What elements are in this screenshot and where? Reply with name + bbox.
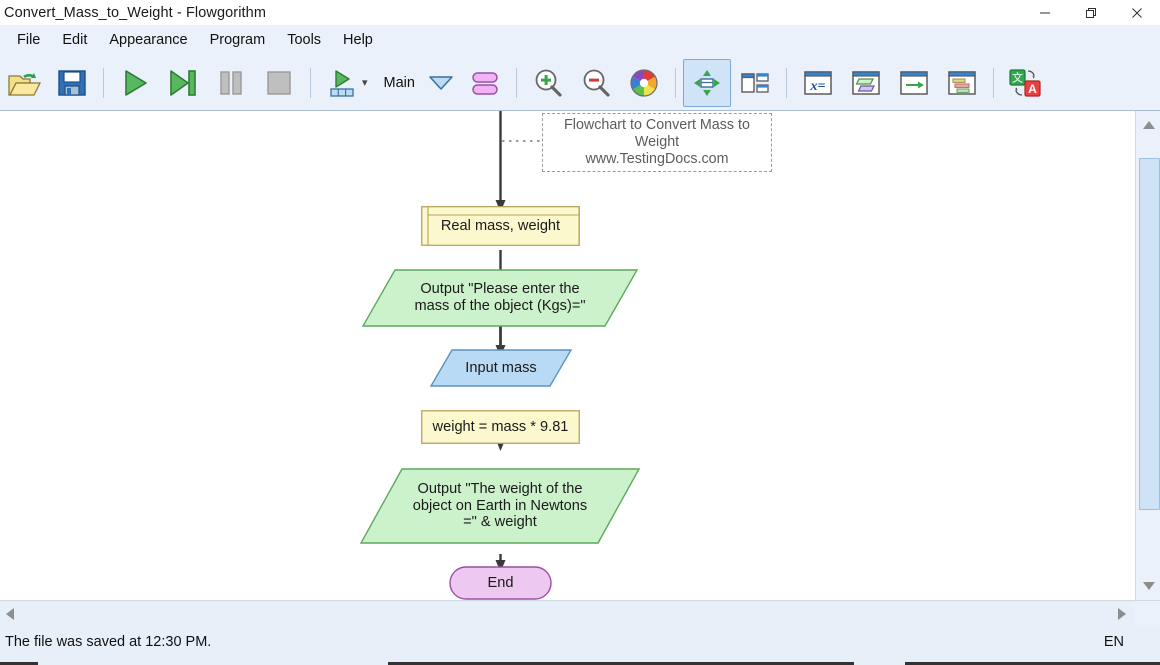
chevron-down-icon[interactable]: [421, 61, 461, 105]
assign-node[interactable]: weight = mass * 9.81: [421, 410, 580, 444]
svg-text:文: 文: [1012, 70, 1023, 84]
restore-icon[interactable]: [1068, 0, 1114, 25]
step-forward-icon[interactable]: [159, 59, 207, 107]
bottom-edge-segment: [905, 662, 1160, 665]
vertical-scrollbar[interactable]: [1135, 111, 1160, 600]
output-node-2[interactable]: Output "The weight of the object on Eart…: [359, 468, 641, 544]
menu-item-file[interactable]: File: [17, 32, 41, 48]
flowchart-canvas[interactable]: Flowchart to Convert Mass to Weight www.…: [0, 111, 1135, 600]
toolbar-separator: [992, 67, 994, 98]
svg-text:A: A: [1028, 82, 1037, 96]
variables-icon[interactable]: x=: [794, 59, 842, 107]
close-icon[interactable]: [1114, 0, 1160, 25]
window-title: Convert_Mass_to_Weight - Flowgorithm: [4, 4, 267, 21]
zoom-in-icon[interactable]: [524, 59, 572, 107]
input-node[interactable]: Input mass: [429, 349, 573, 387]
menu-item-edit[interactable]: Edit: [62, 32, 88, 48]
end-node[interactable]: End: [449, 566, 552, 600]
scrollbar-corner: [1133, 601, 1160, 628]
declare-node[interactable]: Real mass, weight: [421, 206, 580, 246]
split-view-icon[interactable]: [731, 59, 779, 107]
title-bar: Convert_Mass_to_Weight - Flowgorithm: [0, 0, 1160, 25]
arrow-window-icon[interactable]: [890, 59, 938, 107]
function-selector-label: Main: [383, 74, 415, 91]
toolbar-separator: [103, 67, 104, 98]
shape-window-icon[interactable]: [842, 59, 890, 107]
horizontal-scrollbar[interactable]: [0, 600, 1160, 629]
output-node-1[interactable]: Output "Please enter the mass of the obj…: [361, 269, 639, 327]
toolbar-separator: [785, 67, 787, 98]
language-indicator[interactable]: EN: [1103, 634, 1124, 650]
open-folder-icon[interactable]: [0, 59, 48, 107]
toolbar: ▾ Main: [0, 55, 1160, 111]
scroll-right-arrow-icon[interactable]: [1113, 605, 1131, 623]
fit-to-screen-icon[interactable]: [682, 58, 731, 107]
scroll-up-arrow-icon[interactable]: [1136, 114, 1160, 136]
scroll-down-arrow-icon[interactable]: [1136, 575, 1160, 597]
save-disk-icon[interactable]: [48, 59, 96, 107]
menu-item-help[interactable]: Help: [343, 32, 373, 48]
menu-bar: File Edit Appearance Program Tools Help: [0, 25, 1160, 55]
window-controls: [1022, 0, 1160, 25]
bottom-edge-segment: [0, 662, 38, 665]
step-into-dropdown-icon[interactable]: ▾: [362, 77, 368, 89]
step-into-icon[interactable]: [318, 59, 366, 107]
code-window-icon[interactable]: [938, 59, 986, 107]
toolbar-separator: [674, 67, 676, 98]
bottom-edge-segment: [388, 662, 854, 665]
minimize-icon[interactable]: [1022, 0, 1068, 25]
scroll-left-arrow-icon[interactable]: [1, 605, 19, 623]
comment-text: Flowchart to Convert Mass to Weight www.…: [564, 117, 750, 167]
flowchart-comment[interactable]: Flowchart to Convert Mass to Weight www.…: [542, 113, 772, 172]
shape-pair-icon[interactable]: [461, 59, 509, 107]
status-bar: The file was saved at 12:30 PM. EN: [0, 627, 1160, 657]
toolbar-separator: [515, 67, 517, 98]
status-message: The file was saved at 12:30 PM.: [5, 634, 212, 650]
pause-icon[interactable]: [207, 59, 255, 107]
vertical-scrollbar-thumb[interactable]: [1139, 158, 1160, 510]
bottom-edge: [0, 657, 1160, 665]
toolbar-separator: [310, 67, 311, 98]
flowchart: Flowchart to Convert Mass to Weight www.…: [0, 111, 1135, 600]
color-wheel-icon[interactable]: [620, 59, 668, 107]
run-play-icon[interactable]: [111, 59, 159, 107]
menu-item-appearance[interactable]: Appearance: [109, 32, 188, 48]
zoom-out-icon[interactable]: [572, 59, 620, 107]
menu-item-tools[interactable]: Tools: [287, 32, 322, 48]
translate-icon[interactable]: 文 A: [1001, 59, 1049, 107]
stop-icon[interactable]: [255, 59, 303, 107]
menu-item-program[interactable]: Program: [209, 32, 266, 48]
svg-text:x=: x=: [809, 79, 825, 94]
